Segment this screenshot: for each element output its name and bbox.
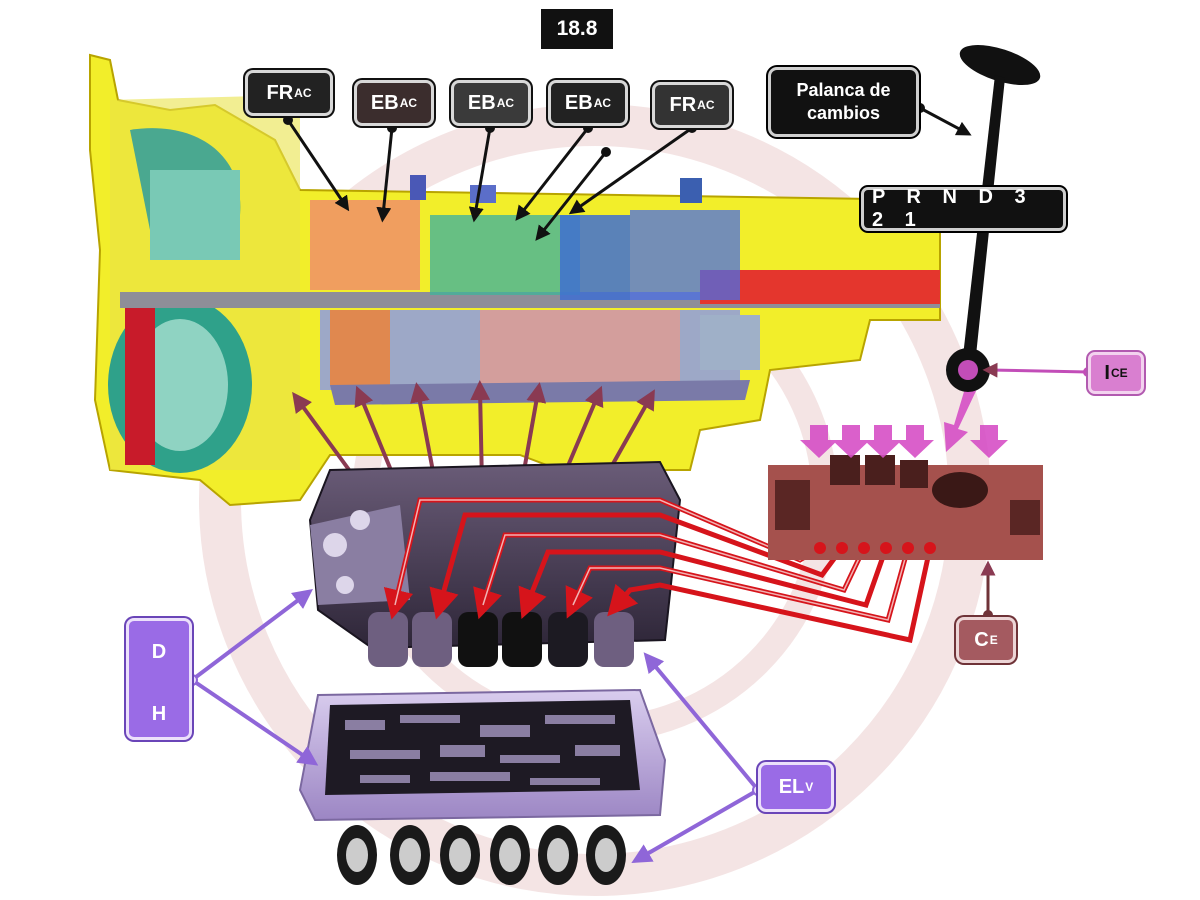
label-sub: AC xyxy=(399,96,418,110)
label-sub: AC xyxy=(294,86,312,100)
solenoid-3 xyxy=(458,612,498,667)
solenoid-5 xyxy=(548,612,588,667)
label-leader-lines xyxy=(286,106,972,241)
hydraulic-pressure-arrows xyxy=(292,380,655,485)
label-sub: AC xyxy=(496,96,515,110)
label-sub: V xyxy=(805,780,814,794)
label-sub: E xyxy=(989,633,998,647)
solenoid-1 xyxy=(368,612,408,667)
label-d: D xyxy=(151,641,167,663)
label-main: FR xyxy=(669,93,697,116)
solenoid-row xyxy=(368,612,634,667)
label-main: I xyxy=(1104,361,1110,384)
label-main: EL xyxy=(778,775,805,798)
label-main: C xyxy=(974,628,989,651)
solenoid-6 xyxy=(594,612,634,667)
label-main: FR xyxy=(266,81,294,104)
ce-leader xyxy=(980,560,996,620)
gear-selector-sequence: P R N D 3 2 1 xyxy=(861,186,1066,231)
solenoid-4 xyxy=(502,612,542,667)
label-h: H xyxy=(151,703,167,725)
page-number: 18.8 xyxy=(541,9,613,49)
label-sub: AC xyxy=(697,98,715,112)
electronic-control-unit xyxy=(768,455,1043,560)
dh-arrows xyxy=(190,588,319,766)
label-sub: AC xyxy=(593,96,612,110)
label-sub: CE xyxy=(1110,366,1128,380)
label-dh: D H xyxy=(126,618,192,740)
ecu-input-arrows xyxy=(800,385,1008,458)
ice-leader xyxy=(982,362,1093,378)
label-main: EB xyxy=(467,91,496,114)
solenoid-row-bottom xyxy=(337,825,626,885)
gear-lever-label: Palanca de cambios xyxy=(768,67,919,137)
elv-arrows xyxy=(631,652,760,863)
solenoid-2 xyxy=(412,612,452,667)
label-main: EB xyxy=(370,91,399,114)
separator-plate xyxy=(298,688,667,822)
label-main: EB xyxy=(564,91,593,114)
